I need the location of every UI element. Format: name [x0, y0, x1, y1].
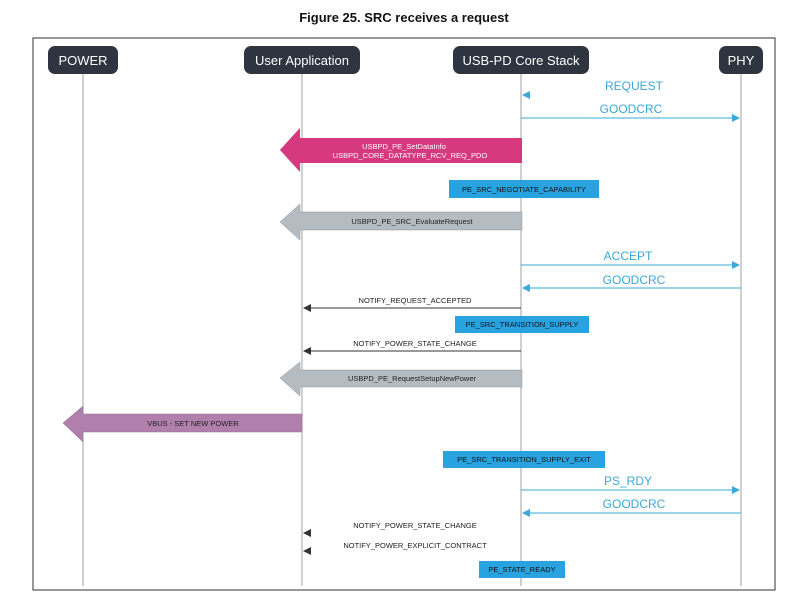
state-negotiate-capability: PE_SRC_NEGOTIATE_CAPABILITY [449, 180, 599, 198]
banner-set-data-info-line1: USBPD_PE_SetDataInfo [362, 142, 446, 151]
participant-usbpd-core-stack-label: USB-PD Core Stack [462, 53, 580, 68]
message-request: REQUEST [522, 79, 664, 99]
banner-set-data-info: USBPD_PE_SetDataInfo USBPD_CORE_DATATYPE… [280, 128, 522, 172]
banner-vbus-set-new-power: VBUS - SET NEW POWER [62, 405, 303, 443]
banner-request-setup-new-power: USBPD_PE_RequestSetupNewPower [279, 361, 523, 397]
message-ps-rdy: PS_RDY [521, 474, 740, 494]
diagram-frame [32, 37, 776, 591]
state-negotiate-capability-label: PE_SRC_NEGOTIATE_CAPABILITY [462, 185, 586, 194]
message-notify-request-accepted: NOTIFY_REQUEST_ACCEPTED [303, 296, 521, 312]
message-accept: ACCEPT [521, 249, 740, 269]
figure-title: Figure 25. SRC receives a request [299, 10, 509, 25]
banner-request-setup-new-power-shape [279, 361, 523, 397]
state-transition-supply-label: PE_SRC_TRANSITION_SUPPLY [466, 320, 579, 329]
participant-user-application-label: User Application [255, 53, 349, 68]
message-notify-power-explicit-contract: NOTIFY_POWER_EXPLICIT_CONTRACT [303, 541, 487, 555]
state-ready-box [479, 561, 565, 578]
message-request-arrowhead [522, 91, 530, 99]
message-goodcrc-1-label: GOODCRC [600, 102, 663, 116]
banner-vbus-set-new-power-shape [62, 405, 303, 443]
state-ready-label: PE_STATE_READY [488, 565, 555, 574]
state-negotiate-capability-box [449, 180, 599, 198]
state-transition-supply-box [455, 316, 589, 333]
participant-power: POWER [48, 46, 118, 74]
participant-usbpd-core-stack: USB-PD Core Stack [453, 46, 589, 74]
participant-phy-label: PHY [728, 53, 755, 68]
message-notify-power-state-change-1-label: NOTIFY_POWER_STATE_CHANGE [353, 339, 477, 348]
banner-evaluate-request-shape [279, 203, 523, 241]
message-notify-request-accepted-label: NOTIFY_REQUEST_ACCEPTED [359, 296, 473, 305]
message-ps-rdy-label: PS_RDY [604, 474, 652, 488]
state-transition-supply-exit-box [443, 451, 605, 468]
banner-vbus-set-new-power-label: VBUS - SET NEW POWER [147, 419, 239, 428]
state-transition-supply-exit: PE_SRC_TRANSITION_SUPPLY_EXIT [443, 451, 605, 468]
participant-phy: PHY [719, 46, 763, 74]
message-notify-power-explicit-contract-label: NOTIFY_POWER_EXPLICIT_CONTRACT [343, 541, 487, 550]
message-notify-power-state-change-2: NOTIFY_POWER_STATE_CHANGE [303, 521, 477, 537]
banner-evaluate-request: USBPD_PE_SRC_EvaluateRequest [279, 203, 523, 241]
state-ready: PE_STATE_READY [479, 561, 565, 578]
state-transition-supply: PE_SRC_TRANSITION_SUPPLY [455, 316, 589, 333]
message-goodcrc-3-label: GOODCRC [603, 497, 666, 511]
message-notify-power-state-change-2-arrowhead [303, 529, 311, 537]
message-accept-label: ACCEPT [604, 249, 653, 263]
banner-evaluate-request-label: USBPD_PE_SRC_EvaluateRequest [351, 217, 473, 226]
participant-power-label: POWER [58, 53, 107, 68]
state-transition-supply-exit-label: PE_SRC_TRANSITION_SUPPLY_EXIT [457, 455, 591, 464]
message-notify-power-state-change-2-label: NOTIFY_POWER_STATE_CHANGE [353, 521, 477, 530]
message-goodcrc-1: GOODCRC [521, 102, 740, 122]
banner-request-setup-new-power-label: USBPD_PE_RequestSetupNewPower [348, 374, 476, 383]
banner-set-data-info-line2: USBPD_CORE_DATATYPE_RCV_REQ_PDO [333, 151, 488, 160]
participant-user-application: User Application [244, 46, 360, 74]
message-goodcrc-2-label: GOODCRC [603, 273, 666, 287]
message-request-label: REQUEST [605, 79, 664, 93]
message-notify-power-state-change-1: NOTIFY_POWER_STATE_CHANGE [303, 339, 521, 355]
message-goodcrc-3: GOODCRC [522, 497, 741, 517]
message-notify-power-explicit-contract-arrowhead [303, 547, 311, 555]
message-goodcrc-2: GOODCRC [522, 273, 741, 292]
